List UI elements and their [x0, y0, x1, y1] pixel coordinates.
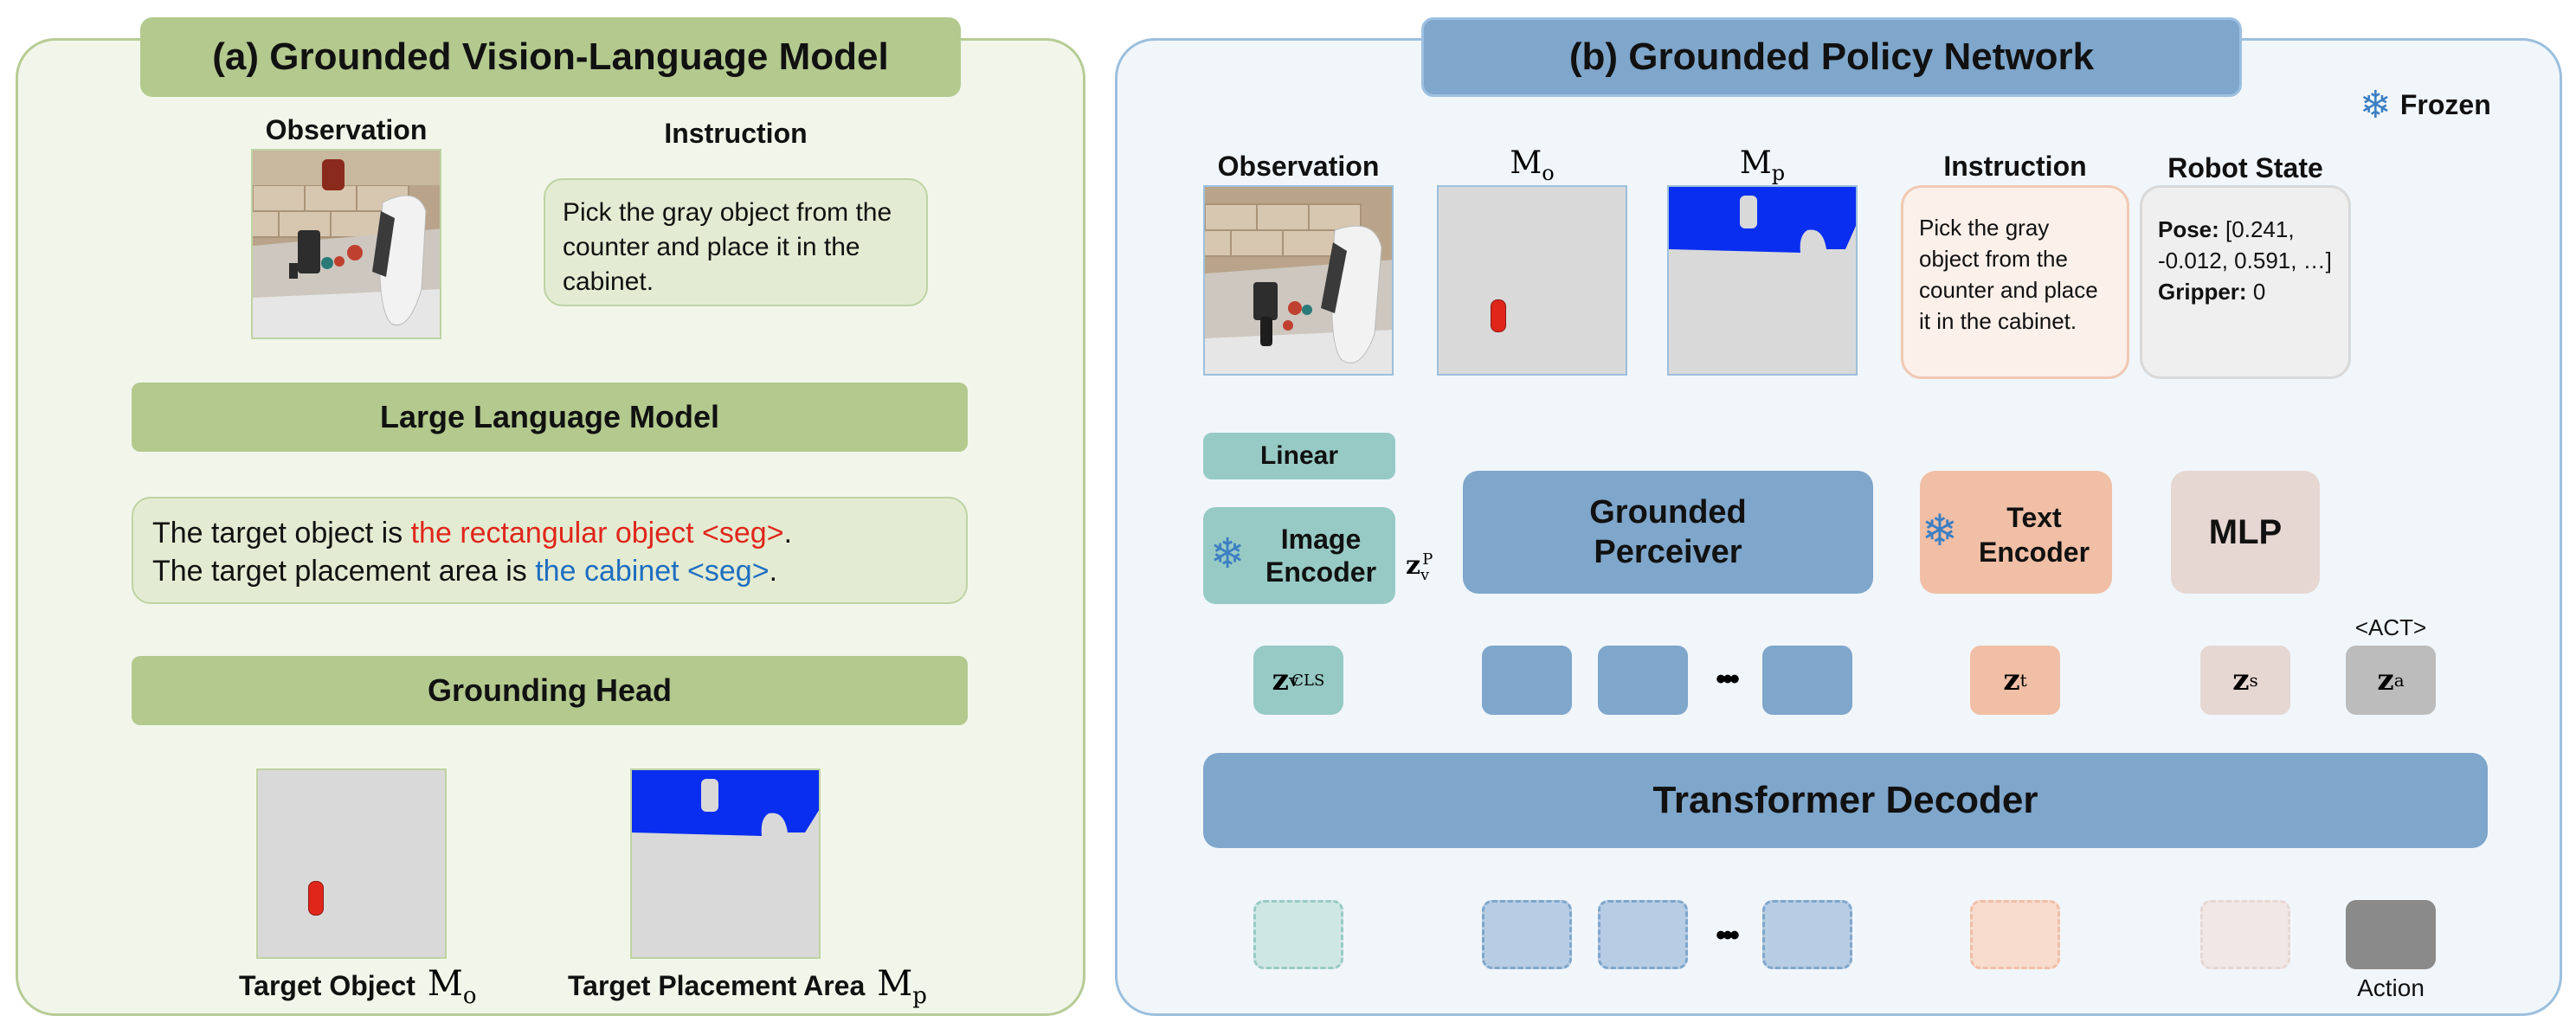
llm-block: Large Language Model [132, 382, 968, 452]
linear-block: Linear [1203, 433, 1395, 479]
output-token-2 [1598, 900, 1688, 969]
output-line-placement: The target placement area is the cabinet… [152, 555, 778, 588]
object-mask-blob [308, 881, 324, 916]
act-token-label: <ACT> [2354, 614, 2427, 640]
instruction-label: Instruction [664, 118, 808, 149]
grounded-perceiver-block: Grounded Perceiver [1463, 471, 1873, 594]
snowflake-icon: ❄ [1922, 506, 1958, 555]
instruction-box-b: Pick the gray object from the counter an… [1901, 185, 2129, 379]
output-token-n [1762, 900, 1852, 969]
output-token-1 [1482, 900, 1572, 969]
instruction-box: Pick the gray object from the counter an… [544, 178, 928, 306]
perceiver-token-n [1762, 646, 1852, 715]
action-output-token [2346, 900, 2436, 969]
llm-output-box: The target object is the rectangular obj… [132, 497, 968, 604]
target-placement-text: the cabinet <seg> [535, 555, 770, 588]
transformer-decoder-block: Transformer Decoder [1203, 753, 2488, 848]
perceiver-token-1 [1482, 646, 1572, 715]
mo-mask-image [1437, 185, 1627, 376]
gripper-value: 0 [2252, 279, 2266, 305]
observation-image-b [1203, 185, 1394, 376]
grounding-head-block: Grounding Head [132, 656, 968, 725]
mp-label: Mp [1739, 145, 1786, 186]
zvp-token-label: zvP [1406, 550, 1433, 584]
object-mask-blob [1491, 299, 1506, 332]
robot-state-label: Robot State [2167, 152, 2323, 183]
snowflake-icon: ❄ [1210, 531, 1246, 577]
output-line-object: The target object is the rectangular obj… [152, 517, 793, 550]
mo-label: Mo [1510, 145, 1555, 186]
panel-a-title: (a) Grounded Vision-Language Model [140, 17, 961, 97]
output-token-text [1970, 900, 2060, 969]
mp-mask-image [1667, 185, 1858, 376]
ellipsis-outputs: ••• [1716, 918, 1740, 952]
ellipsis-tokens: ••• [1716, 662, 1740, 696]
mlp-block: MLP [2171, 471, 2320, 594]
snowflake-icon: ❄ [2360, 84, 2392, 126]
image-encoder-block: ❄ Image Encoder [1203, 507, 1395, 604]
target-object-caption: Target Object Mo [239, 964, 477, 1009]
frozen-legend: ❄ Frozen [2360, 84, 2491, 126]
target-object-text: the rectangular object <seg> [410, 517, 784, 550]
panel-b-title: (b) Grounded Policy Network [1421, 17, 2242, 97]
action-label: Action [2357, 974, 2425, 1001]
instruction-label-b: Instruction [1943, 151, 2087, 182]
observation-image [251, 149, 441, 339]
observation-label: Observation [265, 114, 428, 145]
target-placement-caption: Target Placement Area Mp [568, 964, 927, 1009]
robot-state-box: Pose: [0.241, -0.012, 0.591, …] Gripper:… [2140, 185, 2351, 379]
observation-label-b: Observation [1217, 151, 1380, 182]
perceiver-token-2 [1598, 646, 1688, 715]
target-object-mask [256, 768, 447, 959]
output-token-cls [1253, 900, 1343, 969]
pose-value: [0.241, -0.012, 0.591, …] [2158, 216, 2332, 273]
output-token-state [2200, 900, 2290, 969]
text-encoder-block: ❄ Text Encoder [1920, 471, 2112, 594]
target-placement-mask [630, 768, 821, 959]
